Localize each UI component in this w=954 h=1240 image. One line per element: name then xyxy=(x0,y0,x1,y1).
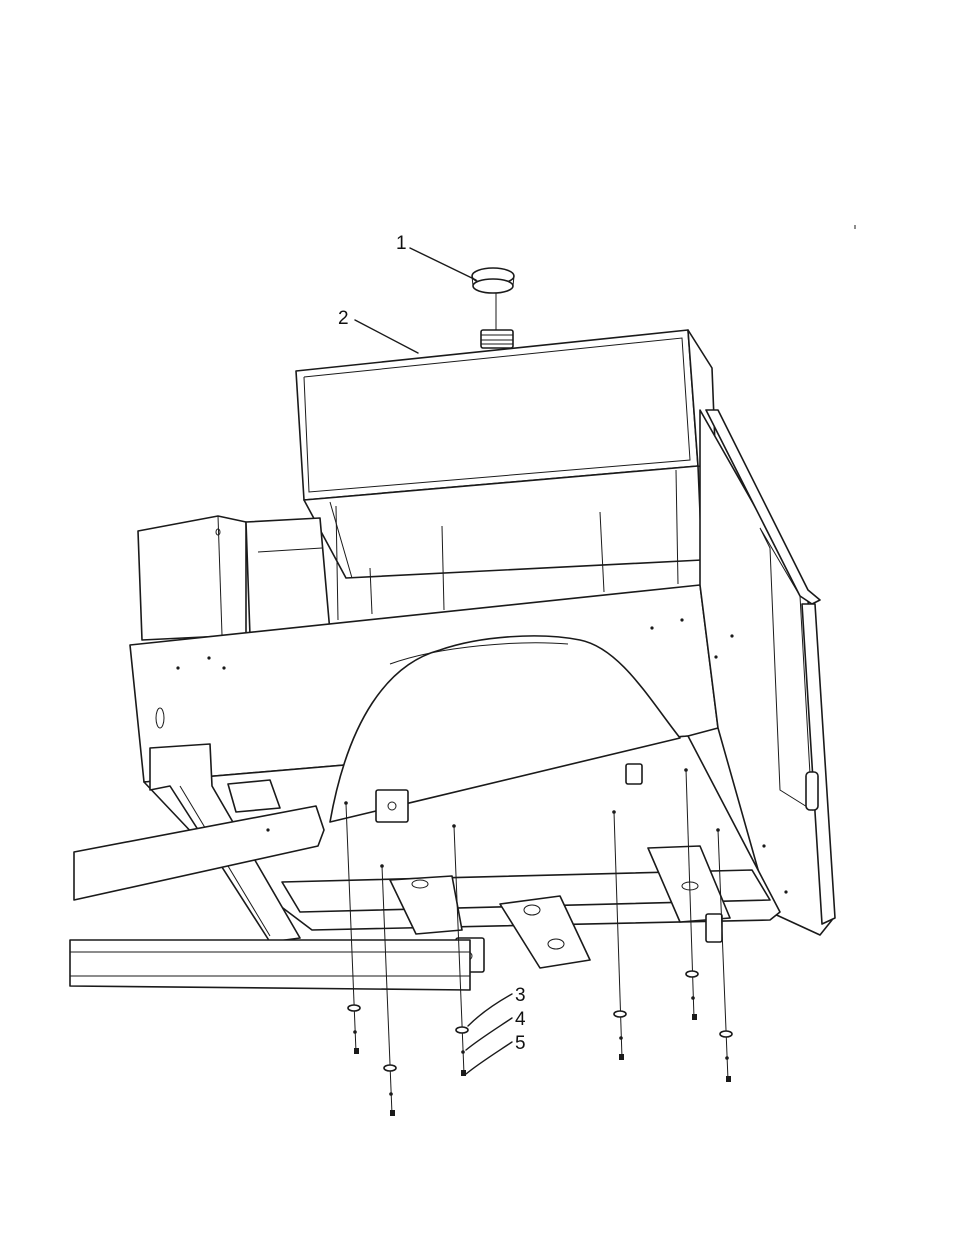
callout-2: 2 xyxy=(338,308,349,329)
filler-neck xyxy=(481,330,513,348)
fuel-cap xyxy=(472,268,514,330)
callout-1: 1 xyxy=(396,233,407,254)
callout-4: 4 xyxy=(515,1009,526,1030)
callout-3: 3 xyxy=(515,985,526,1006)
fuel-tank xyxy=(296,330,716,578)
callout-5: 5 xyxy=(515,1033,526,1054)
